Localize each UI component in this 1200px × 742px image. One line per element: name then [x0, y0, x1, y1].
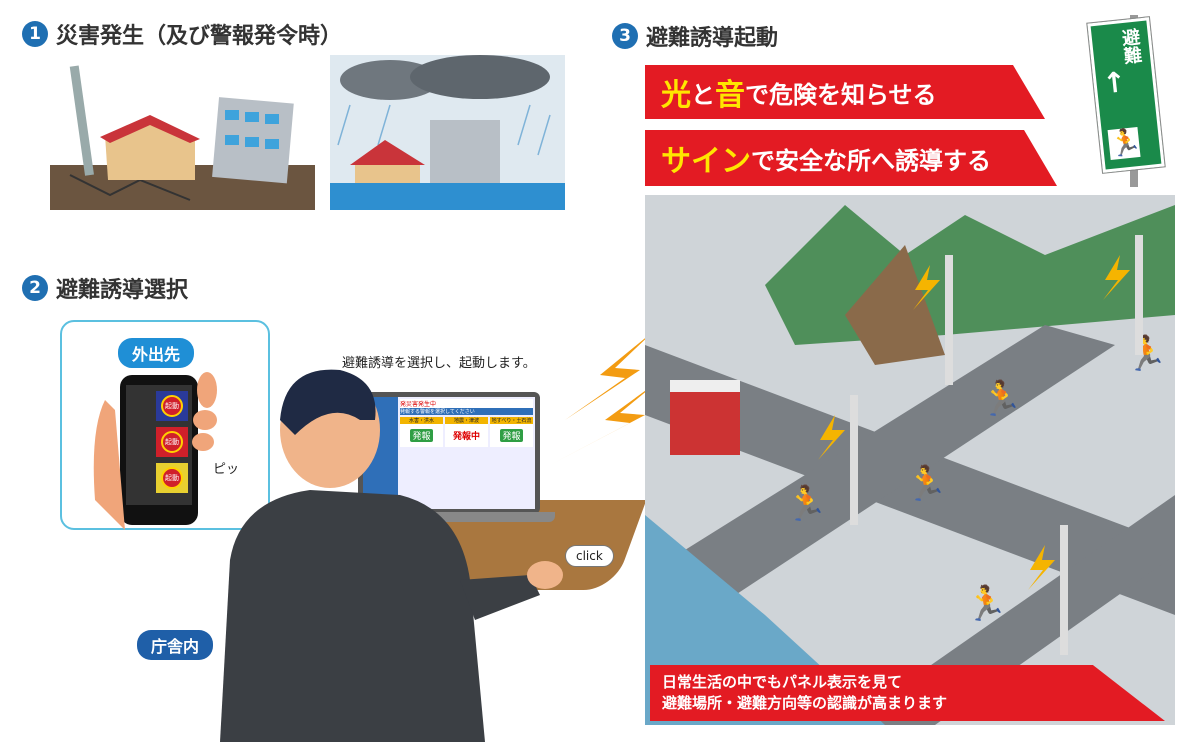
step2-caption: 避難誘導を選択し、起動します。 — [342, 356, 536, 371]
outing-label: 外出先 — [118, 338, 195, 368]
step2-number: 2 — [22, 275, 48, 301]
step3-heading: 3 避難誘導起動 — [612, 20, 778, 52]
running-person-icon: 🏃 — [1107, 126, 1143, 160]
smartphone: 起動 起動 起動 — [120, 375, 198, 525]
laptop-panel-3[interactable]: 地すべり・土石流発報 — [490, 417, 533, 447]
step2-heading: 2 避難誘導選択 — [22, 272, 188, 304]
laptop-base — [345, 512, 555, 522]
office-label: 庁舎内 — [137, 630, 214, 660]
phone-launch-button-3[interactable]: 起動 — [156, 463, 188, 493]
step1-number: 1 — [22, 21, 48, 47]
phone-launch-button-2[interactable]: 起動 — [156, 427, 188, 457]
laptop-panel-1[interactable]: 水害・洪水発報 — [400, 417, 443, 447]
step1-heading: 1 災害発生（及び警報発令時） — [22, 18, 342, 50]
svg-text:🏃: 🏃 — [980, 379, 1022, 419]
map-caption-banner: 日常生活の中でもパネル表示を見て 避難場所・避難方向等の認識が高まります — [650, 665, 1165, 721]
laptop-instruction: 発報する警報を選択してください — [400, 408, 533, 415]
phone-launch-button-1[interactable]: 起動 — [156, 391, 188, 421]
step2-title: 避難誘導選択 — [56, 278, 189, 303]
banner-light-sound: 光と音で危険を知らせる — [645, 65, 1045, 119]
laptop-header: 発災害発生中 — [400, 399, 533, 408]
evacuation-sign: 避難 ↑ 🏃 — [1086, 16, 1166, 174]
laptop-panel-2[interactable]: 地震・津波発報中 — [445, 417, 488, 447]
laptop-screen: 発災害発生中 発報する警報を選択してください 水害・洪水発報 地震・津波発報中 … — [358, 392, 540, 514]
step1-title: 災害発生（及び警報発令時） — [56, 24, 343, 49]
beep-sound-text: ピッ — [213, 462, 240, 477]
earthquake-illustration — [50, 65, 315, 210]
svg-text:🏃: 🏃 — [785, 484, 827, 524]
banner-sign-guidance: サインで安全な所へ誘導する — [645, 130, 1057, 186]
city-evacuation-map: 🏃 🏃 🏃 🏃 🏃 — [645, 195, 1175, 725]
click-sound-bubble: click — [565, 545, 614, 567]
signal-lightning-icon — [550, 330, 660, 465]
flood-illustration — [330, 55, 565, 210]
man-operator — [220, 369, 563, 742]
step3-title: 避難誘導起動 — [646, 26, 779, 51]
step3-number: 3 — [612, 23, 638, 49]
hand-holding-phone — [93, 372, 217, 530]
svg-text:🏃: 🏃 — [905, 464, 947, 504]
svg-text:🏃: 🏃 — [1125, 334, 1167, 374]
svg-text:🏃: 🏃 — [965, 584, 1007, 624]
